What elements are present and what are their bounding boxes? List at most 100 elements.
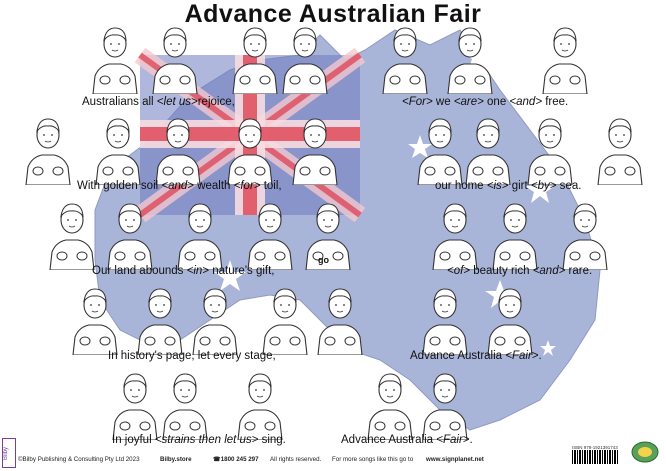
signer-figure (232, 27, 278, 94)
lyric-segment: Advance Australia (341, 434, 437, 446)
signer-figure (237, 373, 283, 440)
footer-phone: ☎1800 245 297 (213, 456, 259, 463)
lyric-segment: . (538, 350, 542, 362)
lyric-segment: With golden soil (77, 180, 162, 192)
signer-figure (447, 27, 493, 94)
lyric-line-3: With golden soil <and> wealth <for> toil… (77, 180, 282, 192)
publisher-logo (631, 441, 659, 463)
lyric-segment: sea. (556, 180, 582, 192)
lyric-segment: <by> (530, 180, 557, 192)
lyric-segment: Our land abounds (92, 265, 187, 277)
lyric-line-6: <of> beauty rich <and> rare. (447, 265, 592, 277)
signer-figure (262, 288, 308, 355)
signer-figure (247, 203, 293, 270)
signer-figure (137, 288, 183, 355)
barcode (572, 450, 618, 464)
lyric-segment: <and> (532, 265, 566, 277)
signer-figure (597, 118, 643, 185)
lyric-segment: <is> (486, 180, 509, 192)
page-title: Advance Australian Fair (184, 0, 482, 28)
lyric-line-4: our home <is> girt <by> sea. (435, 180, 581, 192)
lyric-segment: <Fair> (436, 434, 470, 446)
lyric-segment: <are> (453, 96, 484, 108)
lyric-segment: free. (542, 96, 569, 108)
footer-copyright: ©Bilby Publishing & Consulting Pty Ltd 2… (18, 456, 140, 463)
lyric-line-5: Our land abounds <in> nature's gift, (92, 265, 275, 277)
lyric-line-8: Advance Australia <Fair>. (410, 350, 542, 362)
lyric-line-2: <For> we <are> one <and> free. (402, 96, 568, 108)
lyric-segment: <and> (161, 180, 194, 192)
signer-figure (49, 203, 95, 270)
footer-site-link[interactable]: www.signplanet.net (426, 456, 484, 463)
lyric-segment: . (469, 434, 473, 446)
signer-figure (487, 288, 533, 355)
lyric-segment: beauty rich (470, 265, 533, 277)
signer-figure (25, 118, 71, 185)
footer-more: For more songs like this go to (332, 456, 414, 463)
lyric-segment: rejoice, (197, 96, 235, 108)
star-icon (540, 340, 556, 356)
signer-figure (562, 203, 608, 270)
signer-figure (192, 288, 238, 355)
lyric-segment: one (483, 96, 510, 108)
signer-figure (317, 288, 363, 355)
footer-store: Bilby.store (160, 456, 192, 463)
lyric-line-7: In history's page, let every stage, (108, 350, 276, 362)
signer-figure (305, 203, 351, 270)
signer-figure (72, 288, 118, 355)
star-icon (462, 40, 494, 71)
lyric-line-1: Australians all <let us>rejoice, (82, 96, 235, 108)
signer-figure (382, 27, 428, 94)
lyric-segment: In history's page, let every stage, (108, 350, 276, 362)
signer-figure (177, 203, 223, 270)
signer-figure (465, 118, 511, 185)
lyric-segment: <for> (233, 180, 261, 192)
star-icon (525, 175, 555, 203)
signer-figure (95, 118, 141, 185)
lyric-segment: <For> (402, 96, 433, 108)
signer-figure (152, 27, 198, 94)
lyric-segment: we (432, 96, 454, 108)
lyric-line-9: In joyful <strains then let us> sing. (112, 434, 286, 446)
lyric-segment: <in> (186, 265, 210, 277)
isbn-label: ISBN 978-1921391743 (572, 445, 618, 450)
star-icon (408, 135, 432, 158)
bilby-side-label: Bilby (2, 438, 16, 468)
lyric-segment: <and> (509, 96, 543, 108)
lyric-segment: girt (508, 180, 531, 192)
lyric-segment: <strains then let us> (154, 434, 259, 446)
signer-figure (162, 373, 208, 440)
lyric-segment: nature's gift, (209, 265, 275, 277)
star-icon (214, 260, 246, 291)
signer-figure (492, 203, 538, 270)
lyric-segment: sing. (258, 434, 286, 446)
signer-figure (107, 203, 153, 270)
signer-figure (422, 288, 468, 355)
signer-figure (542, 27, 588, 94)
signer-figure (92, 27, 138, 94)
signer-figure (112, 373, 158, 440)
lyric-segment: <Fair> (505, 350, 539, 362)
footer-rights: All rights reserved. (270, 456, 322, 463)
lyric-segment: our home (435, 180, 487, 192)
lyric-segment: In joyful (112, 434, 155, 446)
lyric-segment: toil, (260, 180, 282, 192)
lyric-segment: rare. (565, 265, 593, 277)
signer-figure (367, 373, 413, 440)
signer-figure (155, 118, 201, 185)
lyric-segment: Australians all (82, 96, 157, 108)
signer-figure (432, 203, 478, 270)
lyric-segment: <let us> (156, 96, 198, 108)
signer-figure (292, 118, 338, 185)
lyric-line-10: Advance Australia <Fair>. (341, 434, 473, 446)
signer-figure (527, 118, 573, 185)
lyric-segment: Advance Australia (410, 350, 506, 362)
signer-figure (227, 118, 273, 185)
sign-go-label: go (318, 255, 329, 265)
signer-figure (282, 27, 328, 94)
signer-figure (417, 118, 463, 185)
star-icon (485, 280, 515, 308)
lyric-segment: <of> (447, 265, 471, 277)
lyric-segment: wealth (194, 180, 234, 192)
